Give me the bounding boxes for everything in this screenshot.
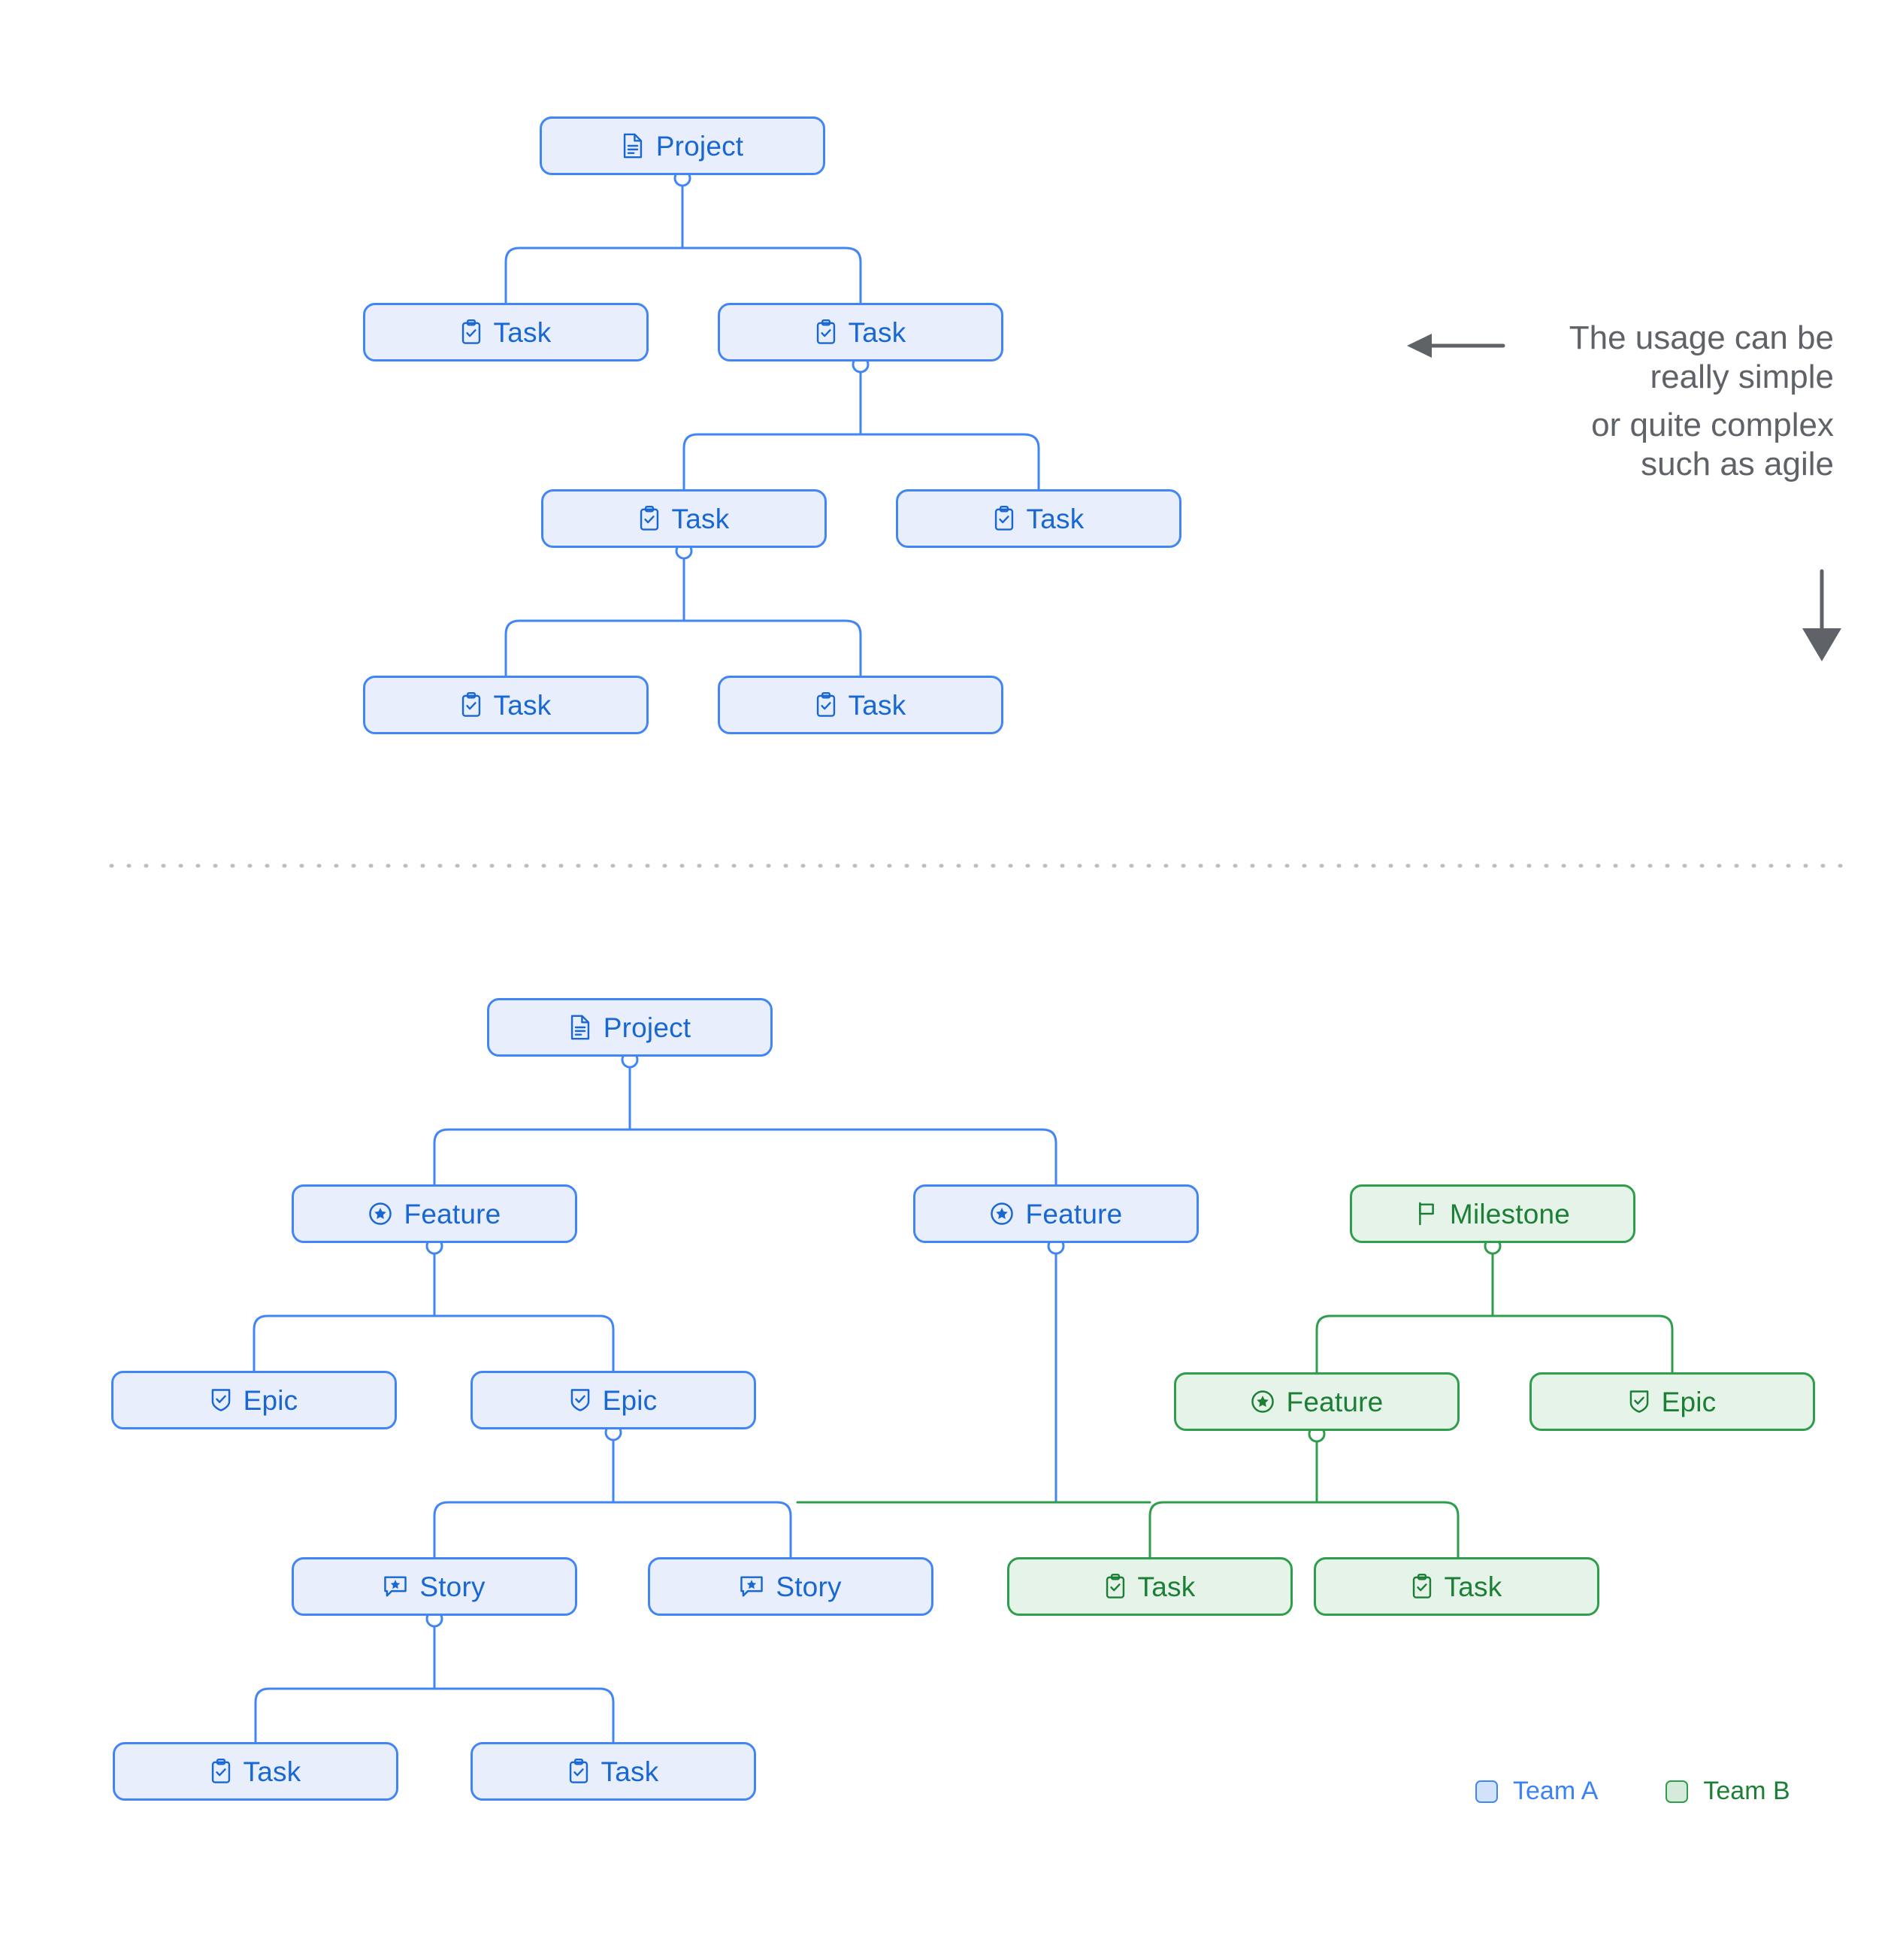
team-a-swatch-icon xyxy=(1475,1780,1498,1803)
node-label: Task xyxy=(243,1756,301,1787)
node-task-simple-6[interactable]: Task xyxy=(718,676,1003,734)
node-story-2[interactable]: Story xyxy=(648,1557,933,1616)
node-label: Epic xyxy=(243,1384,298,1416)
node-task-b-1[interactable]: Task xyxy=(1007,1557,1293,1616)
node-feature-a-1[interactable]: Feature xyxy=(292,1184,577,1243)
node-project-agile[interactable]: Project xyxy=(487,998,773,1057)
node-label: Epic xyxy=(1661,1386,1717,1417)
node-label: Task xyxy=(601,1756,659,1787)
node-label: Story xyxy=(776,1571,842,1602)
clipboard-check-icon xyxy=(568,1759,589,1784)
node-label: Task xyxy=(493,689,552,721)
clipboard-check-icon xyxy=(1411,1574,1433,1599)
flag-icon xyxy=(1415,1202,1438,1226)
node-story-1[interactable]: Story xyxy=(292,1557,577,1616)
node-epic-a-2[interactable]: Epic xyxy=(470,1371,756,1429)
legend-item-team-b[interactable]: Team B xyxy=(1666,1777,1790,1806)
node-label: Milestone xyxy=(1449,1198,1571,1230)
node-milestone[interactable]: Milestone xyxy=(1350,1184,1635,1243)
simple-tree-connectors xyxy=(504,169,1040,677)
node-epic-a-1[interactable]: Epic xyxy=(111,1371,397,1429)
node-epic-b-1[interactable]: Epic xyxy=(1529,1372,1815,1431)
annotation-spacer xyxy=(1473,397,1834,406)
node-label: Task xyxy=(848,316,906,348)
node-task-a-2[interactable]: Task xyxy=(470,1742,756,1801)
node-label: Feature xyxy=(404,1198,501,1230)
node-label: Epic xyxy=(602,1384,658,1416)
document-icon xyxy=(622,133,644,159)
shield-check-icon xyxy=(210,1388,231,1412)
legend-item-team-a[interactable]: Team A xyxy=(1475,1777,1598,1806)
annotation-text-block: The usage can be really simple or quite … xyxy=(1473,319,1834,484)
annotation-line-1: The usage can be xyxy=(1569,319,1834,356)
node-label: Project xyxy=(655,130,744,162)
clipboard-check-icon xyxy=(461,692,482,718)
annotation-line-3: or quite complex xyxy=(1591,406,1834,443)
node-task-simple-1[interactable]: Task xyxy=(363,303,649,361)
node-task-simple-2[interactable]: Task xyxy=(718,303,1003,361)
annotation-arrow-down xyxy=(1802,569,1841,661)
node-label: Task xyxy=(493,316,552,348)
legend-label: Team A xyxy=(1513,1777,1599,1805)
node-label: Project xyxy=(603,1012,691,1043)
team-b-swatch-icon xyxy=(1666,1780,1689,1803)
clipboard-check-icon xyxy=(994,506,1015,531)
node-task-b-2[interactable]: Task xyxy=(1314,1557,1599,1616)
node-task-simple-3[interactable]: Task xyxy=(541,489,827,548)
document-icon xyxy=(569,1015,591,1040)
node-feature-a-2[interactable]: Feature xyxy=(913,1184,1199,1243)
node-task-simple-4[interactable]: Task xyxy=(896,489,1181,548)
node-label: Task xyxy=(848,689,906,721)
clipboard-check-icon xyxy=(461,319,482,345)
annotation-line-2: really simple xyxy=(1650,358,1834,395)
node-feature-b-1[interactable]: Feature xyxy=(1174,1372,1460,1431)
clipboard-check-icon xyxy=(1105,1574,1126,1599)
clipboard-check-icon xyxy=(815,692,837,718)
shield-check-icon xyxy=(570,1388,591,1412)
clipboard-check-icon xyxy=(210,1759,231,1784)
node-task-a-1[interactable]: Task xyxy=(113,1742,398,1801)
comment-star-icon xyxy=(383,1575,407,1598)
star-circle-icon xyxy=(990,1202,1014,1226)
node-label: Task xyxy=(1137,1571,1196,1602)
node-label: Story xyxy=(419,1571,486,1602)
legend-label: Team B xyxy=(1703,1777,1790,1805)
node-label: Task xyxy=(1026,503,1085,534)
node-label: Task xyxy=(671,503,730,534)
node-label: Feature xyxy=(1286,1386,1384,1417)
annotation-line-4: such as agile xyxy=(1641,445,1834,482)
star-circle-icon xyxy=(368,1202,392,1226)
node-project-simple[interactable]: Project xyxy=(540,116,825,175)
team-legend: Team A Team B xyxy=(1475,1777,1790,1806)
node-task-simple-5[interactable]: Task xyxy=(363,676,649,734)
star-circle-icon xyxy=(1251,1390,1275,1414)
clipboard-check-icon xyxy=(815,319,837,345)
node-label: Feature xyxy=(1025,1198,1123,1230)
node-label: Task xyxy=(1444,1571,1502,1602)
clipboard-check-icon xyxy=(639,506,660,531)
shield-check-icon xyxy=(1629,1390,1650,1414)
comment-star-icon xyxy=(740,1575,764,1598)
